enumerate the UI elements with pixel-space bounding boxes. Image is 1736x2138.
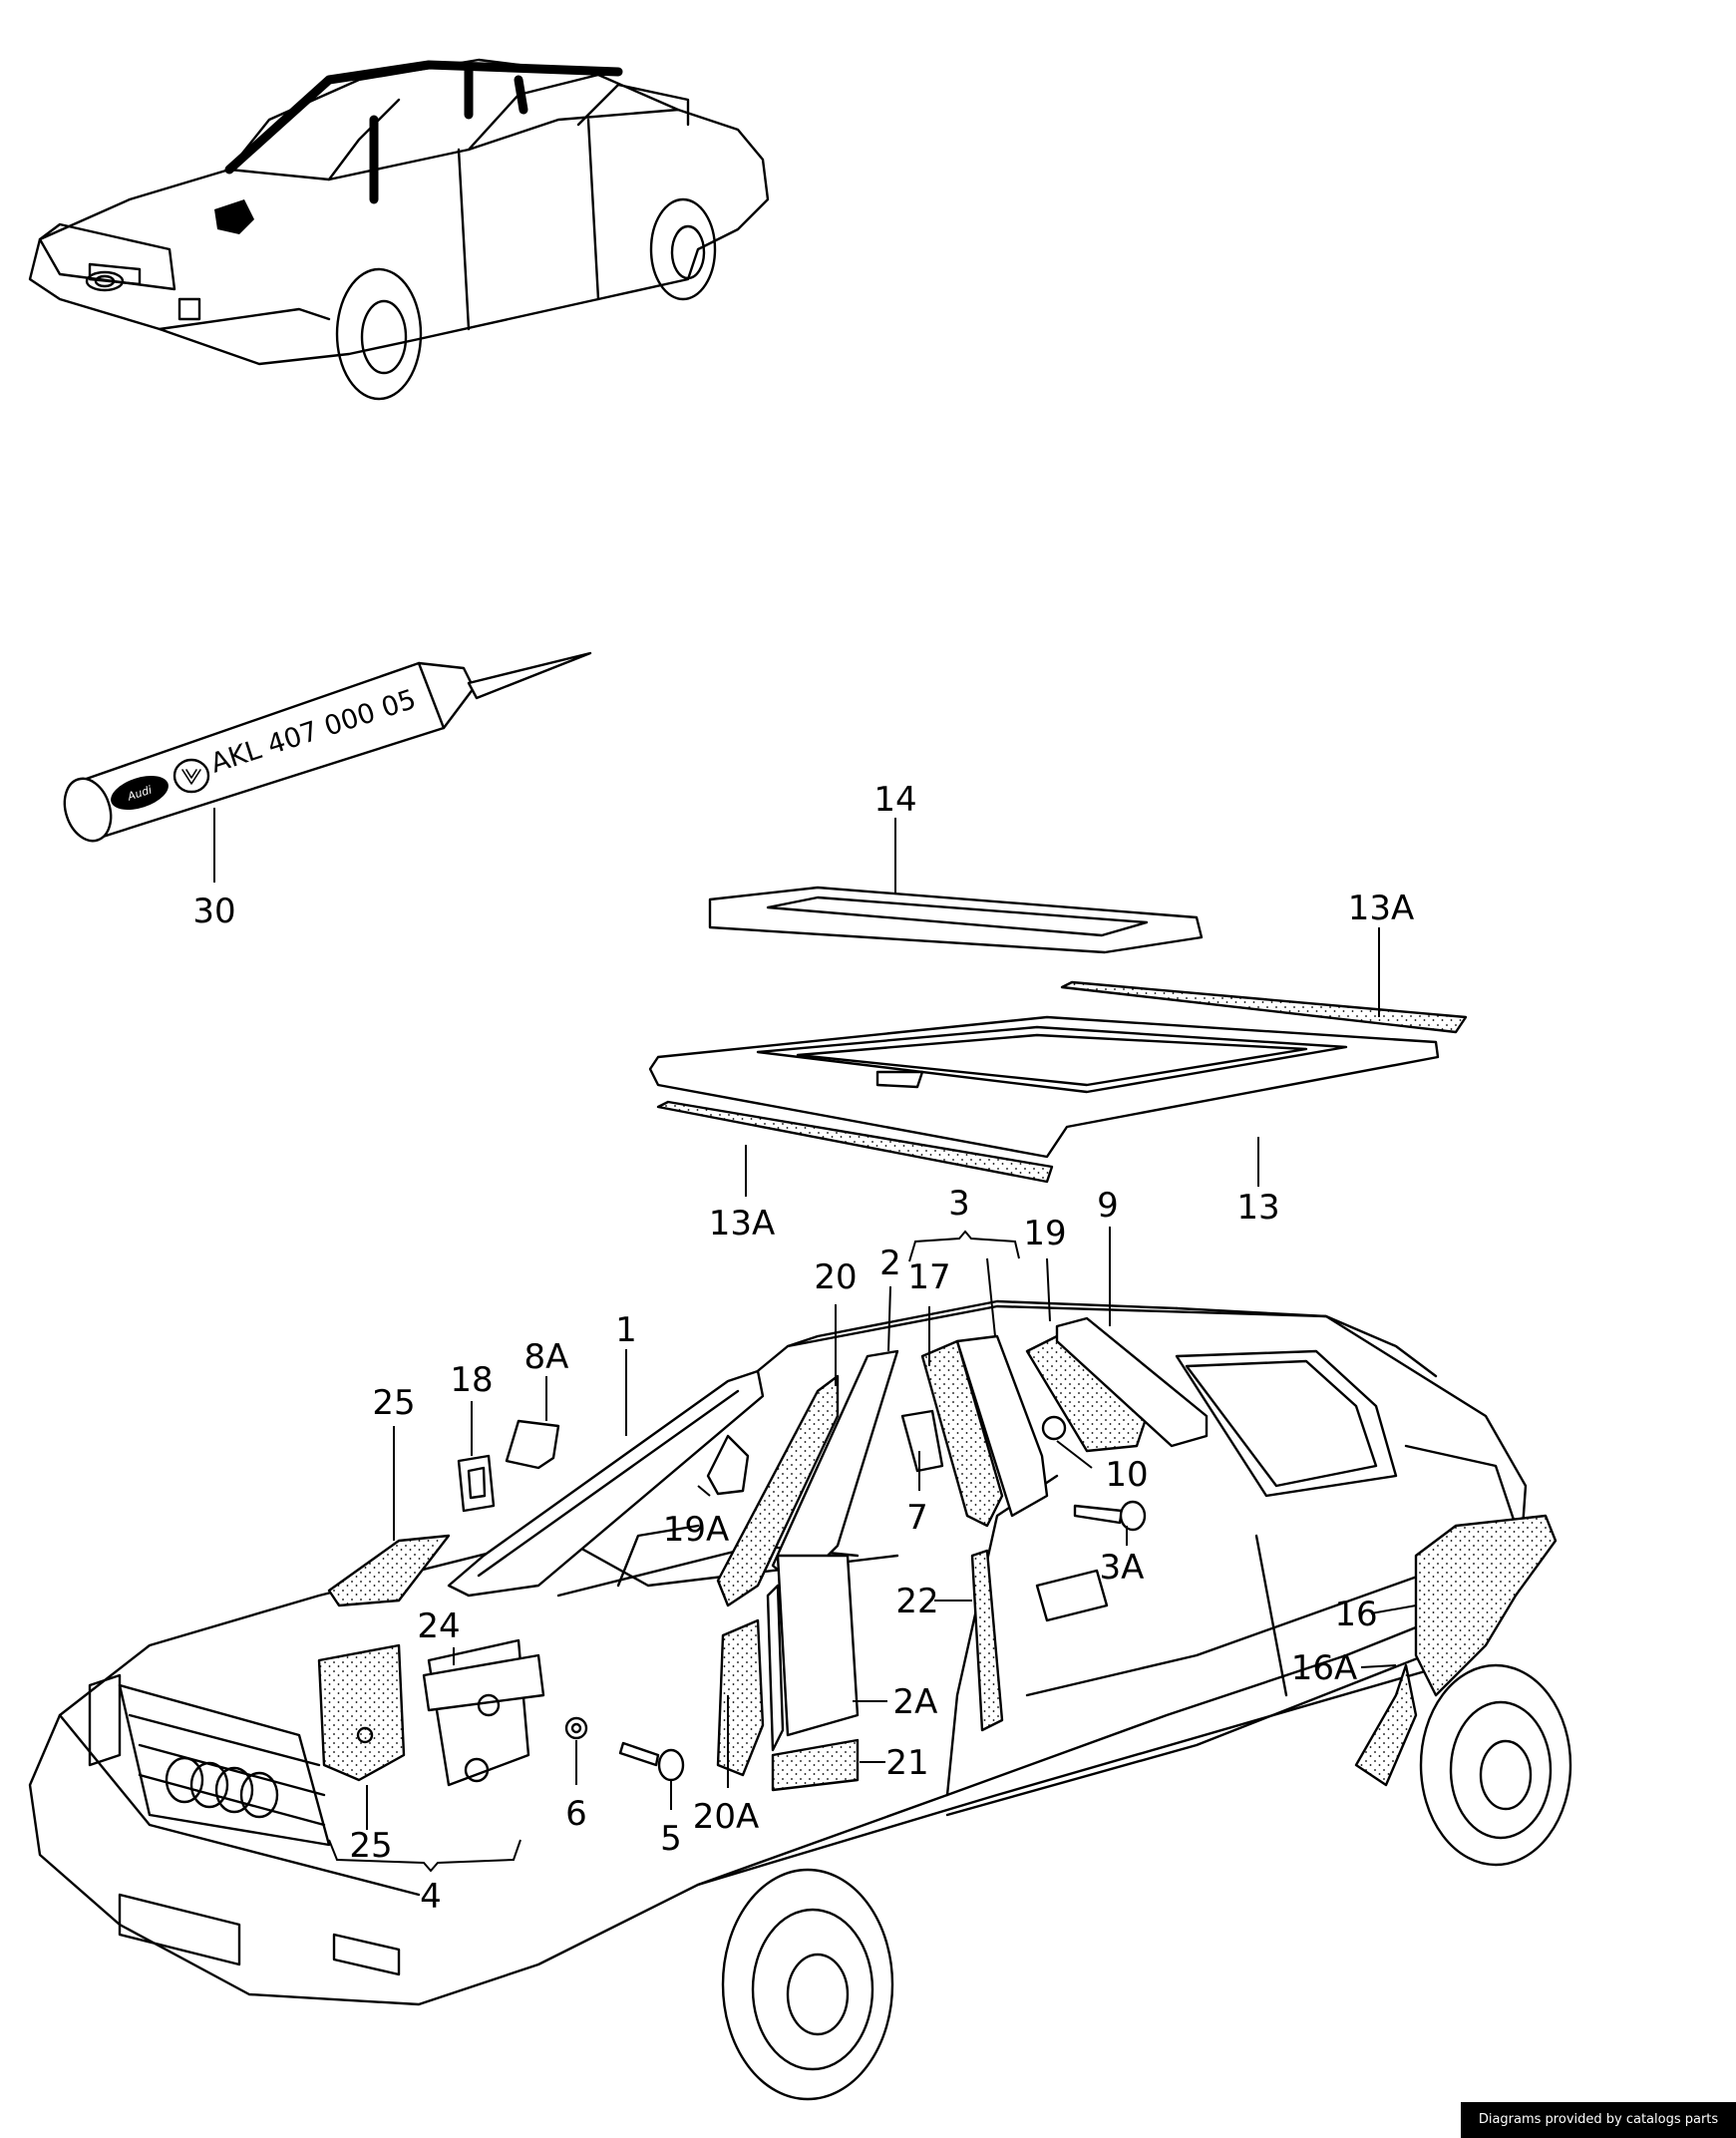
trim-parts-illustration: [317, 1316, 1558, 1792]
callout-20A: 20A: [693, 1797, 760, 1837]
callout-25-bottom: 25: [349, 1826, 392, 1866]
callout-16A: 16A: [1291, 1648, 1358, 1688]
callout-13A-left: 13A: [709, 1204, 776, 1244]
callout-17: 17: [907, 1257, 950, 1297]
callout-numbers: 30 14 13A 13A 13 3 2 17 19 9 20 1 8A 18 …: [192, 780, 1414, 1917]
callout-3: 3: [948, 1184, 970, 1224]
callout-19: 19: [1023, 1214, 1066, 1253]
callout-leader-lines: [213, 808, 1417, 1873]
headliner-illustration: [648, 980, 1468, 1184]
callout-13A-top: 13A: [1348, 889, 1415, 928]
callout-7: 7: [906, 1498, 928, 1538]
overview-car-illustration: [28, 58, 770, 401]
sealant-tube-illustration: Audi AKL 407 000 05: [63, 651, 592, 843]
callout-2A: 2A: [893, 1682, 938, 1722]
callout-30: 30: [192, 891, 235, 931]
callout-22: 22: [895, 1582, 938, 1621]
callout-20: 20: [814, 1257, 857, 1297]
callout-18: 18: [450, 1360, 493, 1400]
callout-2: 2: [879, 1244, 901, 1283]
callout-25-top: 25: [372, 1383, 415, 1423]
callout-5: 5: [660, 1819, 682, 1859]
callout-16: 16: [1334, 1595, 1377, 1634]
callout-3A: 3A: [1100, 1548, 1145, 1588]
callout-1: 1: [615, 1310, 637, 1350]
callout-19A: 19A: [663, 1510, 730, 1550]
callout-13: 13: [1236, 1188, 1279, 1228]
callout-9: 9: [1097, 1186, 1119, 1226]
callout-4: 4: [420, 1877, 442, 1917]
callout-8A: 8A: [524, 1337, 569, 1377]
diagram-credit-footer: Diagrams provided by catalogs parts: [1461, 2102, 1736, 2138]
callout-24: 24: [417, 1606, 460, 1646]
callout-21: 21: [885, 1743, 928, 1783]
callout-6: 6: [565, 1794, 587, 1834]
sunroof-panel-illustration: [708, 886, 1204, 954]
callout-10: 10: [1105, 1455, 1148, 1495]
callout-14: 14: [873, 780, 916, 820]
